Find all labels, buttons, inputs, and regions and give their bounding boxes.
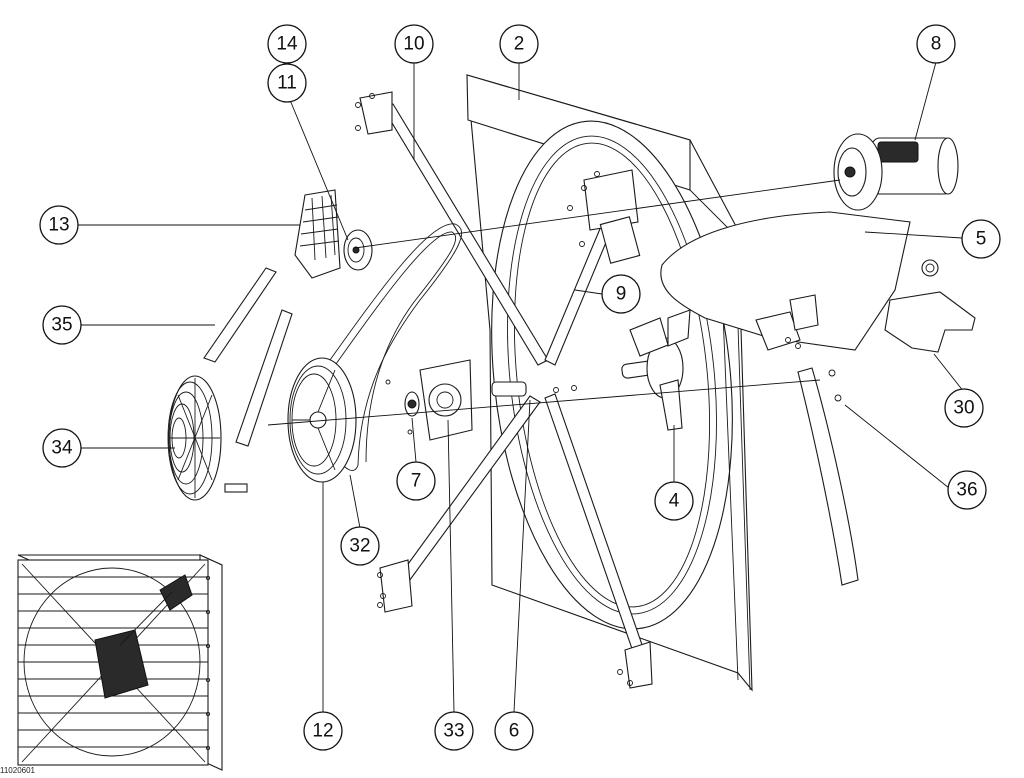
document-code: 11020601 [0, 766, 35, 775]
callout-2: 2 [499, 24, 539, 64]
callout-4: 4 [654, 481, 694, 521]
callout-label: 2 [514, 34, 525, 55]
callout-label: 7 [411, 471, 422, 492]
angle-rails-part [203, 267, 293, 447]
callout-33: 33 [434, 711, 474, 751]
callout-35: 35 [42, 305, 82, 345]
large-pulley-part [287, 357, 357, 483]
side-strip-part [797, 367, 859, 586]
callout-11: 11 [267, 63, 307, 103]
assembled-fan-inset [17, 554, 223, 771]
small-pulley-part [343, 229, 373, 271]
protective-grille-part [167, 375, 248, 501]
support-struts-part [359, 91, 653, 689]
callout-9: 9 [601, 274, 641, 314]
callout-32: 32 [340, 526, 380, 566]
callout-label: 8 [931, 34, 942, 55]
bearing-bracket-part [419, 359, 527, 441]
callout-34: 34 [42, 428, 82, 468]
callout-label: 33 [443, 721, 464, 742]
callout-7: 7 [396, 461, 436, 501]
callout-6: 6 [494, 711, 534, 751]
callout-label: 4 [669, 491, 680, 512]
leader-lines [77, 61, 965, 713]
tensioner-assembly-part [884, 259, 976, 353]
callout-label: 6 [509, 721, 520, 742]
callout-label: 35 [51, 315, 72, 336]
callout-13: 13 [39, 205, 79, 245]
callout-label: 9 [616, 284, 627, 305]
callout-30: 30 [944, 388, 984, 428]
callout-label: 13 [48, 215, 69, 236]
callout-36: 36 [947, 470, 987, 510]
callout-label: 10 [403, 34, 424, 55]
grille-bracket-part [294, 189, 341, 279]
callout-label: 14 [276, 34, 298, 55]
fasteners-part [355, 93, 801, 686]
motor-plate-part [660, 211, 911, 351]
callout-14: 14 [267, 24, 307, 64]
callout-5: 5 [961, 219, 1001, 259]
callout-12: 12 [303, 711, 343, 751]
callout-label: 36 [956, 480, 977, 501]
callout-label: 30 [953, 398, 974, 419]
callout-8: 8 [916, 24, 956, 64]
electric-motor-part [833, 133, 959, 211]
callout-label: 5 [976, 229, 987, 250]
callout-label: 12 [312, 721, 333, 742]
v-belt-part [329, 223, 463, 471]
callout-label: 11 [277, 73, 297, 94]
callout-label: 34 [51, 438, 73, 459]
fan-hub-part [621, 309, 691, 431]
bearing-part [404, 391, 420, 417]
callout-label: 32 [349, 536, 370, 557]
callout-10: 10 [394, 24, 434, 64]
